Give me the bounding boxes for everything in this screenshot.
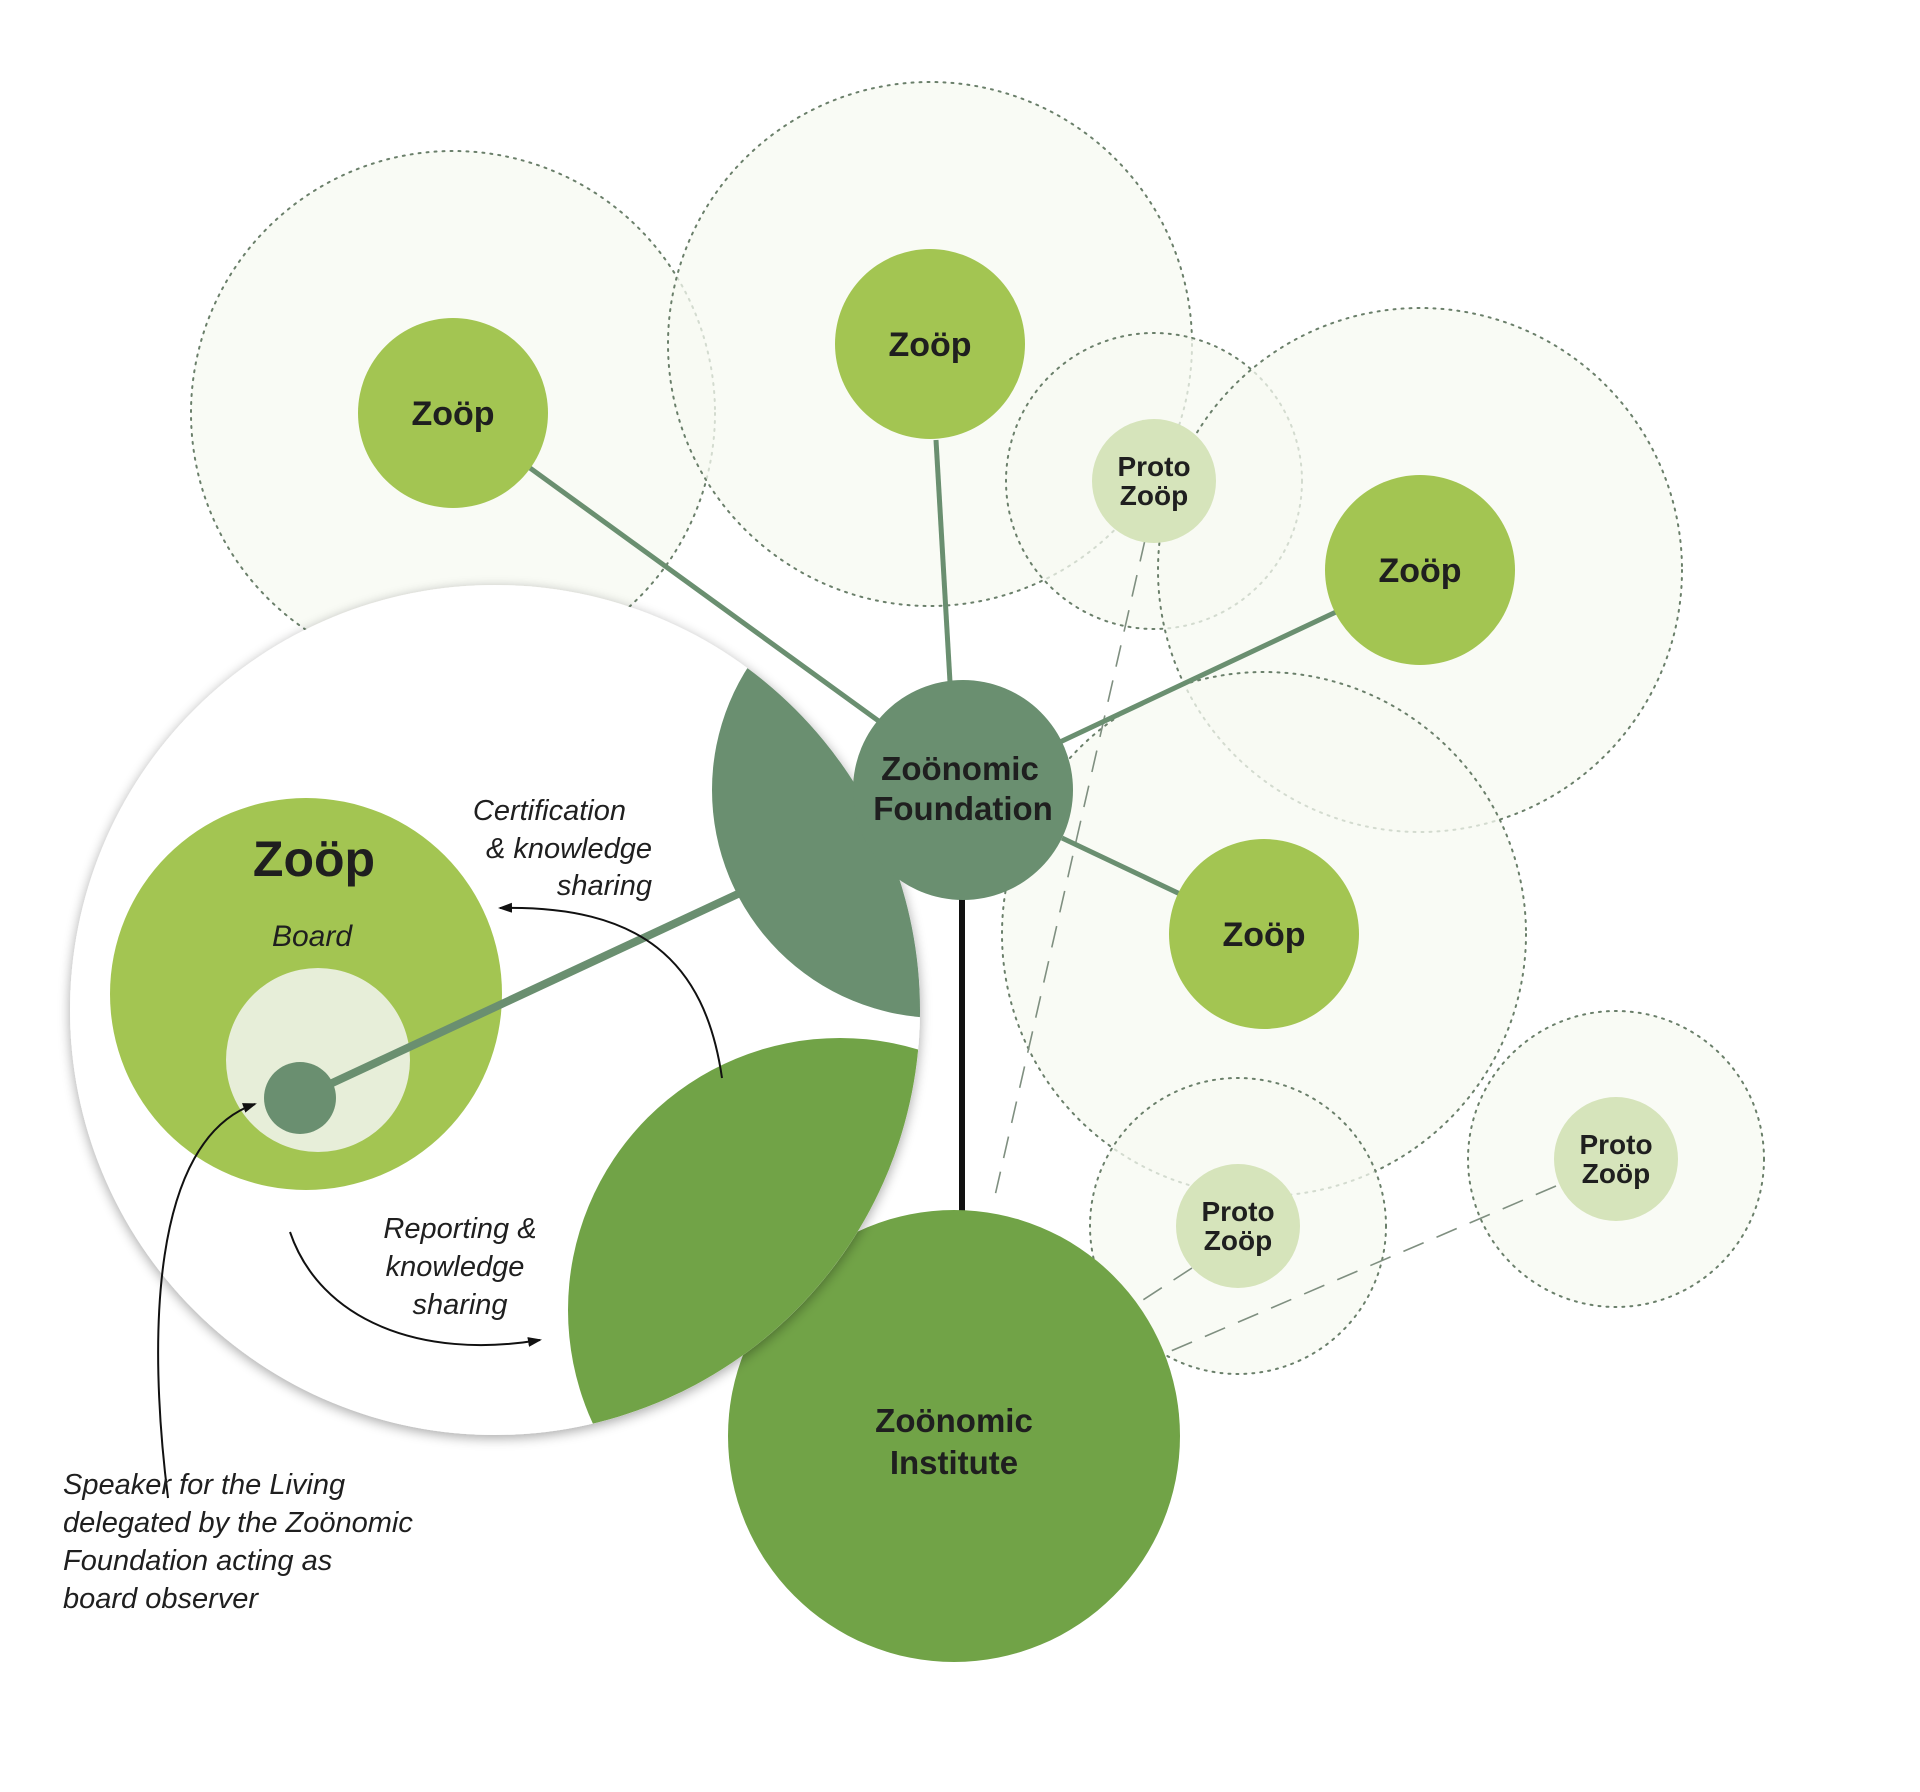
zoop-label: Zoöp [1222, 916, 1305, 954]
institute-circle [728, 1210, 1180, 1662]
proto-zoop-label-line1: Proto [1201, 1196, 1274, 1227]
foundation-node[interactable]: Zoönomic Foundation [853, 680, 1073, 900]
observer-link [298, 889, 742, 1102]
dashed-connectors [993, 539, 1557, 1391]
foundation-label-line2: Foundation [873, 790, 1053, 827]
proto-zoop-node[interactable]: Proto Zoöp [1092, 419, 1216, 543]
connector-zoop-right [1058, 609, 1338, 745]
zoop-label: Zoöp [411, 395, 494, 433]
reporting-label-line2: knowledge [386, 1251, 525, 1283]
detail-zoop-title: Zoöp [253, 831, 375, 887]
zoop-label: Zoöp [888, 326, 971, 364]
certification-arrow [498, 902, 723, 1079]
reporting-label-line1: Reporting & [383, 1213, 536, 1245]
institute-node[interactable]: Zoönomic Institute [728, 1210, 1180, 1662]
proto-zoop-nodes: Proto Zoöp Proto Zoöp Proto Zoöp [1092, 419, 1678, 1288]
proto-zoop-label-line2: Zoöp [1204, 1225, 1272, 1256]
connector-zoop-top-left [528, 465, 882, 725]
proto-zoop-circle [1176, 1164, 1300, 1288]
reporting-arrow [289, 1231, 542, 1347]
speaker-note: Speaker for the Living delegated by the … [63, 1469, 413, 1615]
dashed-line-proto-top [993, 539, 1146, 1201]
connector-lines [528, 439, 1338, 897]
speaker-note-line4: board observer [63, 1583, 259, 1615]
institute-label-line1: Zoönomic [875, 1402, 1033, 1439]
certification-label-line1: Certification [473, 795, 626, 827]
proto-zoop-node[interactable]: Proto Zoöp [1176, 1164, 1300, 1288]
zoop-nodes: Zoöp Zoöp Zoöp Zoöp [358, 249, 1515, 1029]
speaker-note-line1: Speaker for the Living [63, 1469, 345, 1501]
zoop-node[interactable]: Zoöp [835, 249, 1025, 439]
proto-zoop-circle [1092, 419, 1216, 543]
proto-zoop-label-line1: Proto [1117, 451, 1190, 482]
zoop-label: Zoöp [1378, 552, 1461, 590]
zoop-node[interactable]: Zoöp [1169, 839, 1359, 1029]
speaker-note-line2: delegated by the Zoönomic [63, 1507, 413, 1539]
zoop-circle [1169, 839, 1359, 1029]
proto-zoop-label-line2: Zoöp [1120, 480, 1188, 511]
certification-label-line3: sharing [557, 870, 652, 902]
speaker-arrow [157, 1103, 257, 1499]
speaker-observer-dot[interactable] [264, 1062, 336, 1134]
proto-zoop-label-line2: Zoöp [1582, 1158, 1650, 1189]
foundation-circle [853, 680, 1073, 900]
speaker-note-line3: Foundation acting as [63, 1545, 332, 1577]
connector-zoop-top [933, 439, 953, 683]
zoop-circle [1325, 475, 1515, 665]
zoop-circle [835, 249, 1025, 439]
proto-zoop-node[interactable]: Proto Zoöp [1554, 1097, 1678, 1221]
board-label: Board [272, 920, 353, 953]
dashed-line-proto-bottom-right [1079, 1185, 1557, 1391]
zoop-circle [358, 318, 548, 508]
connector-zoop-mid-right [1060, 835, 1182, 897]
zoop-node[interactable]: Zoöp [1325, 475, 1515, 665]
reporting-label-line3: sharing [412, 1289, 507, 1321]
foundation-label-line1: Zoönomic [881, 750, 1039, 787]
certification-label-line2: & knowledge [486, 833, 652, 865]
zoop-node[interactable]: Zoöp [358, 318, 548, 508]
proto-zoop-label-line1: Proto [1579, 1129, 1652, 1160]
institute-label-line2: Institute [890, 1444, 1018, 1481]
proto-zoop-circle [1554, 1097, 1678, 1221]
